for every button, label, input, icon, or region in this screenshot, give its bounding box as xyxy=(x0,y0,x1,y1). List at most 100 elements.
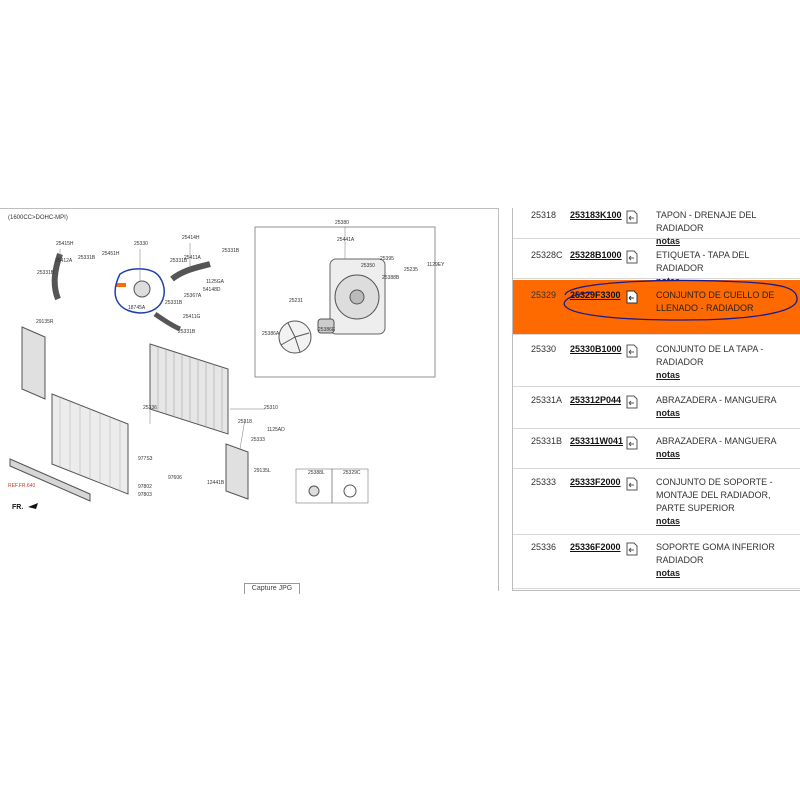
cap-label-icon xyxy=(343,484,357,498)
callout-12441B: 12441B xyxy=(207,480,225,486)
part-number-link[interactable]: 253311W041 xyxy=(570,436,624,446)
exploded-parts-diagram[interactable]: 25415H 25412A 25331B 25331B 25451H 25330… xyxy=(0,209,498,591)
callout-18745A: 18745A xyxy=(128,305,146,311)
part-number-link[interactable]: 25333F2000 xyxy=(570,477,621,487)
callout-25231: 25231 xyxy=(289,298,303,304)
callout-977S3: 977S3 xyxy=(138,456,153,462)
ref-label: REF.FR.640 xyxy=(8,483,35,489)
notes-link[interactable]: notas xyxy=(656,370,681,380)
parts-list-panel: 25318 253183K100 TAPON - DRENAJE DEL RAD… xyxy=(512,208,800,591)
callout-1125AD: 1125AD xyxy=(267,427,285,433)
lower-hose xyxy=(170,261,211,282)
notes-link[interactable]: notas xyxy=(656,568,681,578)
ref-number: 25331B xyxy=(531,436,563,446)
ref-number: 25333 xyxy=(531,477,557,487)
circled-filler-neck xyxy=(114,268,165,314)
ref-number: 25318 xyxy=(531,210,557,220)
callout-25331B-a: 25331B xyxy=(37,270,55,276)
part-number-link[interactable]: 25329F3300 xyxy=(570,290,621,300)
part-row-25336[interactable]: 25336 25336F2000 SOPORTE GOMA INFERIOR R… xyxy=(513,534,800,589)
fan-blade-spokes xyxy=(280,322,310,353)
legend-box-25329C xyxy=(331,468,369,504)
callout-25441A: 25441A xyxy=(337,237,355,243)
callout-25310: 25310 xyxy=(264,405,278,411)
radiator xyxy=(149,343,229,435)
left-air-guard xyxy=(21,326,46,400)
document-icon[interactable] xyxy=(626,477,638,491)
callout-25412A: 25412A xyxy=(55,258,73,264)
callout-25388L: 25388L xyxy=(308,470,325,476)
callout-25386A: 25386A xyxy=(262,331,280,337)
notes-link[interactable]: notas xyxy=(656,408,681,418)
callout-25336: 25336 xyxy=(143,405,157,411)
callout-25386E: 25386E xyxy=(318,327,336,333)
document-icon[interactable] xyxy=(626,250,638,264)
part-number-link[interactable]: 25330B1000 xyxy=(570,344,622,354)
ref-number: 25331A xyxy=(531,395,563,405)
callout-25415H: 25415H xyxy=(56,241,74,247)
callout-1125GA: 1125GA xyxy=(206,279,225,285)
callout-29135L: 29135L xyxy=(254,468,271,474)
part-number-link[interactable]: 25336F2000 xyxy=(570,542,621,552)
part-row-25333[interactable]: 25333 25333F2000 CONJUNTO DE SOPORTE - M… xyxy=(513,468,800,535)
part-row-25328C[interactable]: 25328C 25328B1000 ETIQUETA - TAPA DEL RA… xyxy=(513,238,800,286)
parts-diagram-panel[interactable]: (1600CC>DOHC-MPI) xyxy=(0,208,499,594)
notes-link[interactable]: notas xyxy=(656,516,681,526)
callout-25414H: 25414H xyxy=(182,235,200,241)
callout-1129EY: 1129EY xyxy=(427,262,445,268)
notes-link[interactable]: notas xyxy=(656,449,681,459)
part-number-link[interactable]: 25328B1000 xyxy=(570,250,622,260)
fan-hub xyxy=(349,289,365,305)
engine-code-label: (1600CC>DOHC-MPI) xyxy=(8,215,68,221)
fan-motor xyxy=(317,318,335,334)
document-icon[interactable] xyxy=(626,542,638,556)
hose-segment xyxy=(153,311,181,332)
callout-25411G: 25411G xyxy=(183,314,201,320)
callout-25331B-d: 25331B xyxy=(170,258,188,264)
document-icon[interactable] xyxy=(626,344,638,358)
filler-neck-highlight xyxy=(116,283,126,287)
callout-25331B-e: 25331B xyxy=(165,300,183,306)
document-icon[interactable] xyxy=(626,395,638,409)
callout-25331B-b: 25331B xyxy=(78,255,96,261)
callout-25331B-c: 25331B xyxy=(222,248,240,254)
callout-25331B-f: 25331B xyxy=(178,329,196,335)
notes-link[interactable]: notas xyxy=(656,236,681,246)
grommet-icon xyxy=(308,485,320,497)
callout-25330: 25330 xyxy=(134,241,148,247)
part-row-25318[interactable]: 25318 253183K100 TAPON - DRENAJE DEL RAD… xyxy=(513,208,800,246)
part-description: CONJUNTO DE SOPORTE - MONTAJE DEL RADIAD… xyxy=(656,476,798,528)
callout-25451H: 25451H xyxy=(102,251,120,257)
document-icon[interactable] xyxy=(626,290,638,304)
document-icon[interactable] xyxy=(626,210,638,224)
upper-hose xyxy=(51,253,63,301)
callout-54148D: 54148D xyxy=(203,287,221,293)
part-number-link[interactable]: 253183K100 xyxy=(570,210,622,220)
callout-25329C: 25329C xyxy=(343,470,361,476)
front-direction-label: FR. xyxy=(12,504,23,511)
part-row-25329-selected[interactable]: 25329 25329F3300 CONJUNTO DE CUELLO DE L… xyxy=(513,280,800,335)
part-row-25330[interactable]: 25330 25330B1000 CONJUNTO DE LA TAPA - R… xyxy=(513,334,800,387)
document-icon[interactable] xyxy=(626,436,638,450)
capture-jpg-tab[interactable]: Capture JPG xyxy=(244,583,300,594)
lower-bar xyxy=(9,458,91,502)
part-number-link[interactable]: 253312P044 xyxy=(570,395,622,405)
callout-25350: 25350 xyxy=(361,263,375,269)
callout-25333: 25333 xyxy=(251,437,265,443)
callout-29135R: 29135R xyxy=(36,319,54,325)
ref-number: 25328C xyxy=(531,250,563,260)
part-description: CONJUNTO DE CUELLO DE LLENADO - RADIADOR xyxy=(656,290,775,313)
right-air-guard xyxy=(225,443,249,500)
callout-97606: 97606 xyxy=(168,475,182,481)
callout-25318: 25318 xyxy=(238,419,252,425)
callout-25411A: 25411A xyxy=(184,255,202,261)
callout-97803: 97803 xyxy=(138,492,152,498)
callout-25380: 25380 xyxy=(335,220,349,226)
